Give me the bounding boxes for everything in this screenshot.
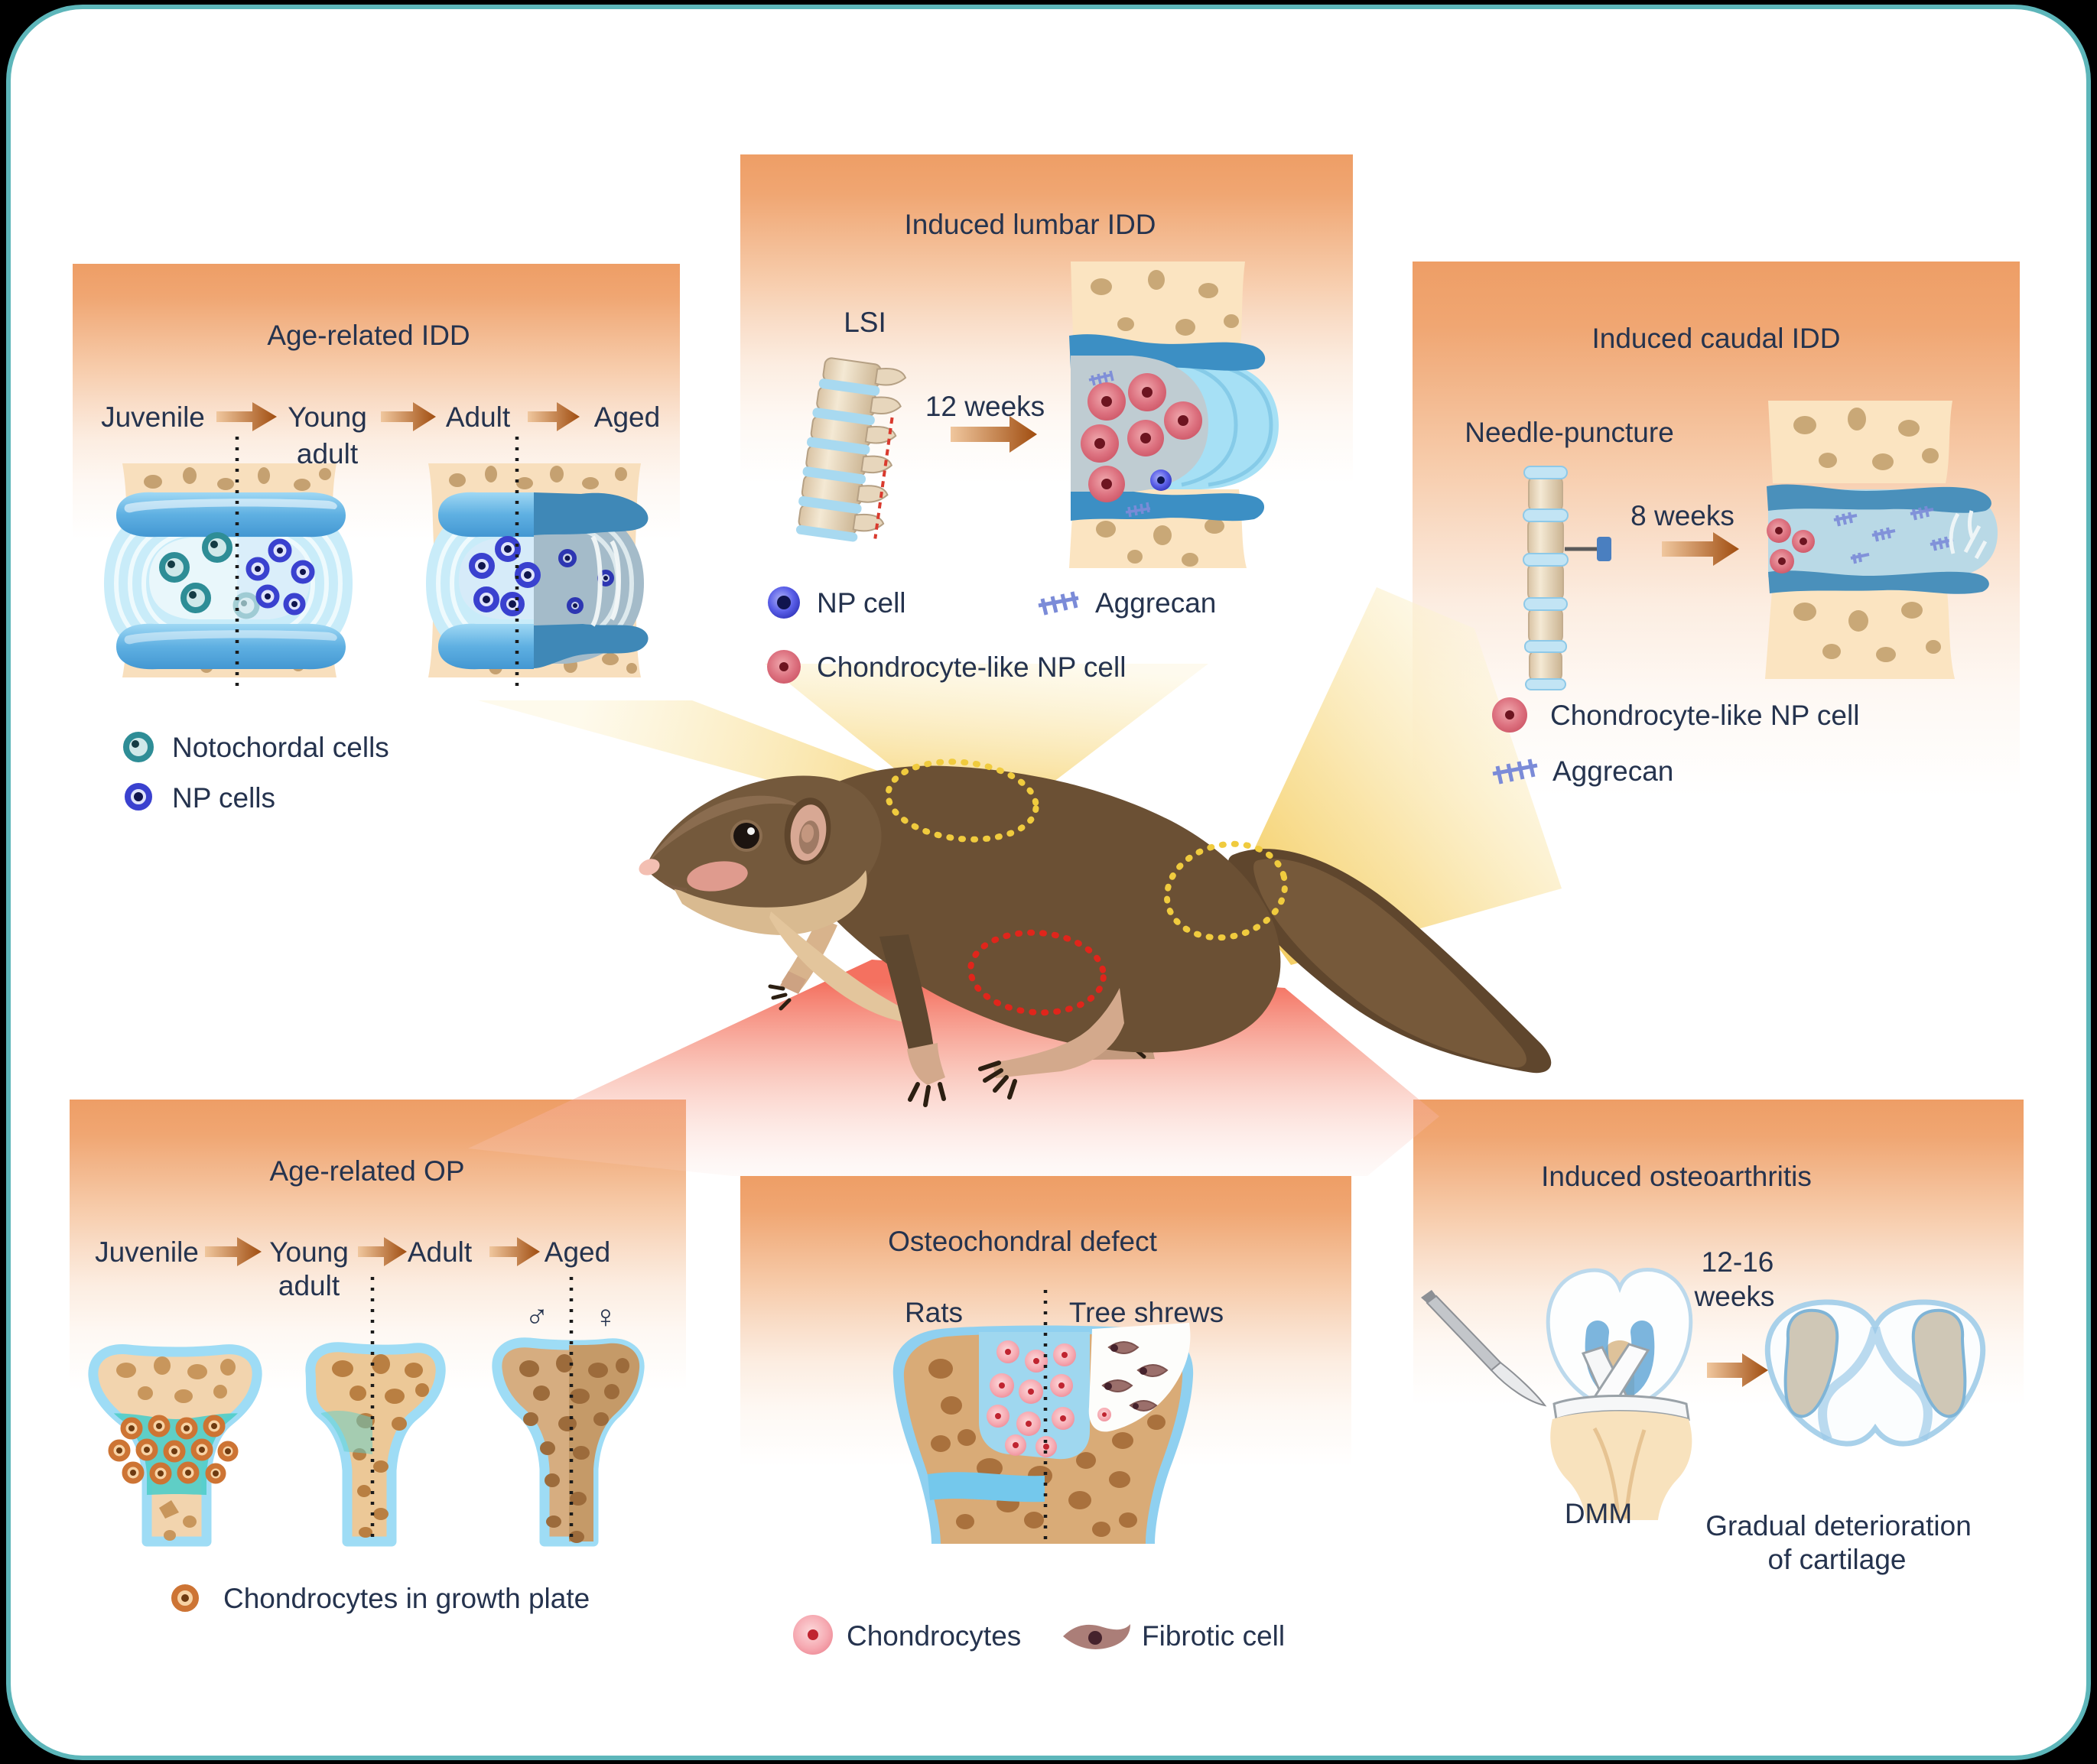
svg-text:Young: Young: [269, 1236, 349, 1268]
svg-text:Gradual deterioration: Gradual deterioration: [1705, 1510, 1972, 1541]
svg-text:Juvenile: Juvenile: [95, 1236, 199, 1268]
svg-text:adult: adult: [278, 1270, 340, 1301]
svg-text:♂: ♂: [525, 1298, 549, 1334]
svg-text:Aggrecan: Aggrecan: [1552, 755, 1673, 787]
svg-text:Tree shrews: Tree shrews: [1069, 1297, 1224, 1328]
svg-text:♀: ♀: [593, 1298, 618, 1334]
svg-text:Age-related IDD: Age-related IDD: [267, 320, 470, 351]
svg-text:Induced osteoarthritis: Induced osteoarthritis: [1541, 1161, 1812, 1192]
svg-text:Young: Young: [288, 401, 367, 433]
svg-text:Aged: Aged: [545, 1236, 610, 1268]
svg-text:Adult: Adult: [408, 1236, 473, 1268]
svg-text:Chondrocyte-like NP cell: Chondrocyte-like NP cell: [1550, 700, 1859, 731]
svg-text:Induced lumbar IDD: Induced lumbar IDD: [904, 209, 1156, 240]
svg-text:adult: adult: [297, 438, 359, 469]
svg-text:LSI: LSI: [844, 307, 886, 338]
svg-text:8 weeks: 8 weeks: [1630, 500, 1734, 531]
svg-text:Adult: Adult: [446, 401, 511, 433]
svg-text:NP cell: NP cell: [817, 587, 906, 619]
svg-text:Needle-puncture: Needle-puncture: [1465, 417, 1674, 448]
svg-text:Juvenile: Juvenile: [101, 401, 205, 433]
svg-text:NP cells: NP cells: [172, 782, 275, 814]
svg-text:weeks: weeks: [1694, 1281, 1775, 1312]
svg-text:of cartilage: of cartilage: [1768, 1544, 1907, 1575]
svg-text:Notochordal cells: Notochordal cells: [172, 732, 389, 763]
svg-text:Aged: Aged: [594, 401, 660, 433]
svg-text:12 weeks: 12 weeks: [925, 391, 1045, 422]
svg-text:Induced caudal IDD: Induced caudal IDD: [1592, 323, 1841, 354]
svg-text:Aggrecan: Aggrecan: [1095, 587, 1216, 619]
svg-text:DMM: DMM: [1565, 1498, 1632, 1529]
svg-text:Chondrocytes: Chondrocytes: [847, 1620, 1021, 1652]
svg-text:12-16: 12-16: [1702, 1246, 1774, 1278]
svg-text:Chondrocyte-like NP cell: Chondrocyte-like NP cell: [817, 651, 1126, 683]
svg-text:Osteochondral defect: Osteochondral defect: [888, 1226, 1157, 1257]
svg-text:Rats: Rats: [905, 1297, 963, 1328]
svg-text:Age-related OP: Age-related OP: [269, 1155, 464, 1187]
svg-text:Fibrotic cell: Fibrotic cell: [1142, 1620, 1285, 1652]
svg-text:Chondrocytes in growth plate: Chondrocytes in growth plate: [223, 1583, 590, 1614]
